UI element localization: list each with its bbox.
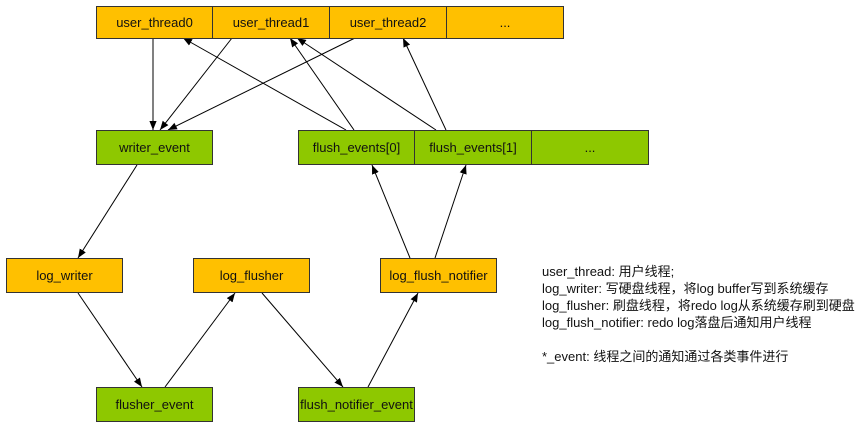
arrow-flush-notifier-event-to-log-flush-notifier (367, 292, 419, 388)
writer-event-box: writer_event (96, 130, 213, 165)
arrow-flush-events1-to-user-thread1 (296, 37, 437, 131)
log-flush-notifier-box: log_flush_notifier (380, 258, 497, 293)
arrow-flusher-event-to-log-flusher (164, 292, 236, 388)
flush-events1-box: flush_events[1] (414, 130, 532, 165)
arrow-writer-event-to-log-writer (77, 164, 138, 259)
arrow-flush-events0-to-user-thread0 (182, 37, 347, 131)
flush-events0-box: flush_events[0] (298, 130, 415, 165)
legend-log-flush-notifier: log_flush_notifier: redo log落盘后通知用户线程 (542, 315, 812, 330)
legend-event: *_event: 线程之间的通知通过各类事件进行 (542, 349, 789, 364)
legend-log-flusher: log_flusher: 刷盘线程，将redo log从系统缓存刷到硬盘 (542, 298, 855, 313)
legend-log-writer: log_writer: 写硬盘线程，将log buffer写到系统缓存 (542, 281, 829, 296)
arrow-user-thread1-to-writer-event (159, 37, 233, 131)
arrow-log-writer-to-flusher-event (77, 292, 143, 388)
user-thread-more-box: ... (446, 6, 564, 39)
log-writer-box: log_writer (6, 258, 123, 293)
legend-spacer (542, 331, 855, 348)
flush-notifier-event-box: flush_notifier_event (298, 387, 415, 422)
legend-user-thread: user_thread: 用户线程; (542, 264, 675, 279)
arrow-flush-events0-to-user-thread1 (289, 37, 355, 131)
arrow-user-thread2-to-writer-event (167, 37, 356, 131)
arrow-log-flush-notifier-to-flush-events1 (434, 164, 467, 259)
flush-events-more-box: ... (531, 130, 649, 165)
user-thread2-box: user_thread2 (329, 6, 447, 39)
user-thread1-box: user_thread1 (212, 6, 330, 39)
legend: user_thread: 用户线程; log_writer: 写硬盘线程，将lo… (542, 263, 855, 365)
user-thread0-box: user_thread0 (96, 6, 213, 39)
flusher-event-box: flusher_event (96, 387, 213, 422)
arrow-flush-events1-to-user-thread2 (402, 37, 447, 131)
arrow-log-flush-notifier-to-flush-events0 (371, 164, 411, 259)
log-flusher-box: log_flusher (193, 258, 310, 293)
arrow-log-flusher-to-flush-notifier-event (261, 292, 344, 388)
